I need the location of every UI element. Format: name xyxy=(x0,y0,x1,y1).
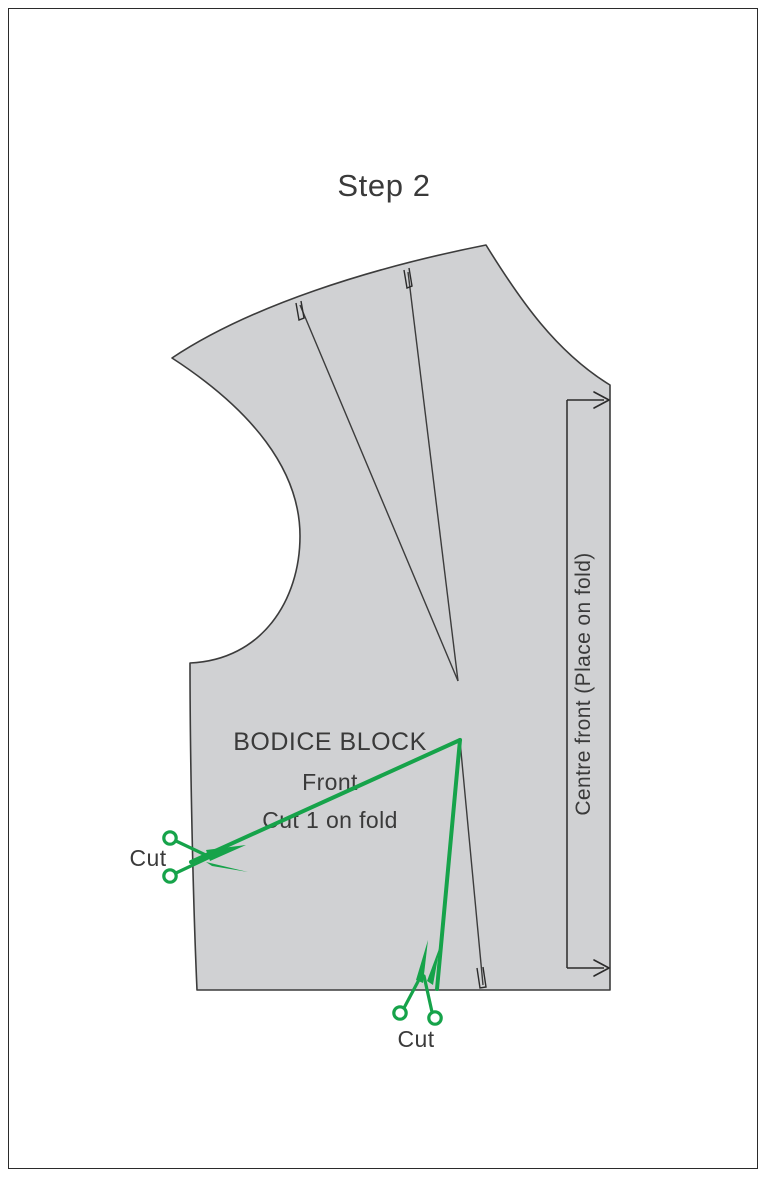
waist-dart-leg-right xyxy=(459,740,484,986)
shoulder-dart-leg-right xyxy=(407,271,459,682)
cut-line-side-to-apex xyxy=(189,738,462,864)
shoulder-notch-right-icon xyxy=(403,267,413,289)
grainline-label: Centre front (Place on fold) xyxy=(572,552,595,815)
grainline-arrowhead-top-icon xyxy=(593,391,610,409)
cut-label-bottom: Cut xyxy=(398,1026,435,1052)
waist-dart-notch-icon xyxy=(476,966,487,989)
scissors-left-icon xyxy=(162,830,248,884)
pattern-name-label: BODICE BLOCK xyxy=(233,728,427,756)
shoulder-dart-leg-left xyxy=(299,304,459,682)
shoulder-notch-left-icon xyxy=(295,300,305,321)
page-border xyxy=(8,8,758,1169)
scissors-bottom-icon xyxy=(392,940,443,1026)
cut-line-apex-to-hem xyxy=(435,738,462,991)
bodice-front-pattern-shape xyxy=(171,244,611,991)
grainline-arrowhead-bottom-icon xyxy=(593,959,610,977)
page-title: Step 2 xyxy=(337,168,430,203)
cut-label-left: Cut xyxy=(130,845,167,871)
